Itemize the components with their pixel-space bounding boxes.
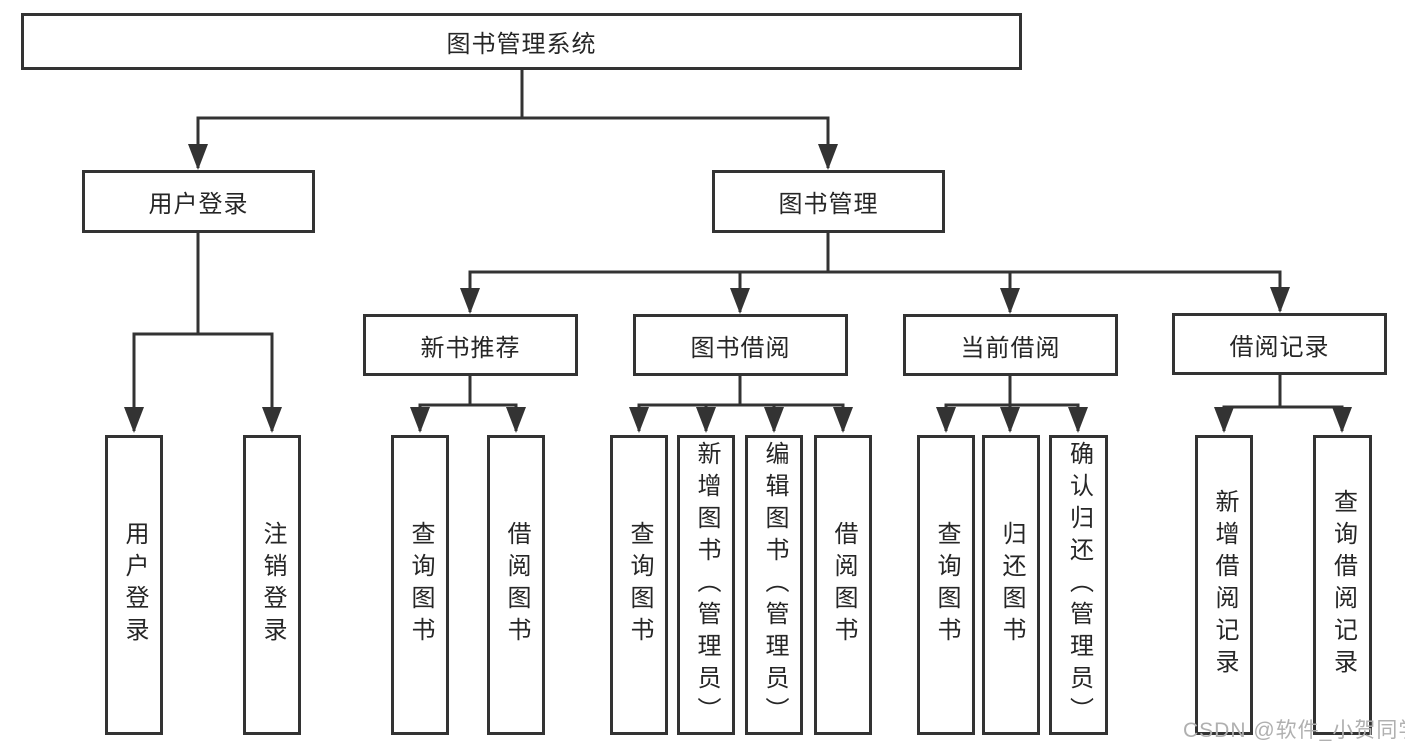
leaf-add-book-admin: 新增图书（管理员） bbox=[677, 435, 735, 735]
connector-line bbox=[470, 403, 526, 433]
leaf-label: 查询借阅记录 bbox=[1329, 489, 1357, 681]
node-book-borrowing: 图书借阅 bbox=[633, 314, 848, 376]
leaf-logout: 注销登录 bbox=[243, 435, 301, 735]
leaf-borrow-books-recommend: 借阅图书 bbox=[487, 435, 545, 735]
leaf-label: 编辑图书（管理员） bbox=[761, 441, 788, 729]
connector-line bbox=[522, 116, 838, 170]
leaf-user-login: 用户登录 bbox=[105, 435, 163, 735]
connector-line bbox=[629, 376, 742, 433]
connector-line bbox=[124, 233, 200, 433]
leaf-label: 新增借阅记录 bbox=[1211, 489, 1238, 681]
leaf-confirm-return-admin: 确认归还（管理员） bbox=[1049, 435, 1108, 735]
leaf-label: 确认归还（管理员） bbox=[1065, 441, 1093, 729]
node-book-management-system: 图书管理系统 bbox=[21, 13, 1022, 70]
leaf-label: 查询图书 bbox=[407, 521, 434, 649]
leaf-edit-book-admin: 编辑图书（管理员） bbox=[745, 435, 803, 735]
node-label: 用户登录 bbox=[148, 191, 249, 218]
connector-line bbox=[936, 376, 1012, 433]
node-label: 图书借阅 bbox=[690, 334, 791, 362]
csdn-watermark: CSDN @软件_小贺同学 bbox=[1183, 719, 1405, 742]
node-label: 新书推荐 bbox=[420, 334, 521, 362]
leaf-label: 归还图书 bbox=[998, 521, 1025, 649]
leaf-query-books-recommend: 查询图书 bbox=[391, 435, 449, 735]
leaf-label: 注销登录 bbox=[259, 521, 286, 649]
connector-line bbox=[1214, 375, 1282, 433]
leaf-label: 用户登录 bbox=[121, 521, 148, 649]
connector-line bbox=[188, 70, 524, 170]
leaf-query-books-current: 查询图书 bbox=[917, 435, 975, 735]
node-book-management: 图书管理 bbox=[712, 170, 945, 233]
connector-line bbox=[198, 332, 282, 433]
connector-line bbox=[460, 233, 830, 314]
leaf-label: 借阅图书 bbox=[503, 521, 530, 649]
leaf-label: 查询图书 bbox=[933, 521, 960, 649]
connector-line bbox=[828, 270, 1290, 313]
node-new-book-recommend: 新书推荐 bbox=[363, 314, 578, 376]
node-user-login: 用户登录 bbox=[82, 170, 315, 233]
leaf-return-books: 归还图书 bbox=[982, 435, 1040, 735]
connector-line bbox=[410, 376, 472, 433]
node-borrowing-records: 借阅记录 bbox=[1172, 313, 1387, 375]
leaf-borrow-books-borrowing: 借阅图书 bbox=[814, 435, 872, 735]
leaf-query-borrow-record: 查询借阅记录 bbox=[1313, 435, 1372, 735]
leaf-query-books-borrowing: 查询图书 bbox=[610, 435, 668, 735]
connector-line bbox=[1010, 403, 1088, 433]
leaf-label: 新增图书（管理员） bbox=[693, 441, 720, 729]
leaf-add-borrow-record: 新增借阅记录 bbox=[1195, 435, 1253, 735]
leaf-label: 查询图书 bbox=[626, 521, 653, 649]
connector-line bbox=[1280, 405, 1352, 433]
node-label: 图书管理 bbox=[778, 191, 879, 218]
node-current-borrowing: 当前借阅 bbox=[903, 314, 1118, 376]
leaf-label: 借阅图书 bbox=[830, 521, 857, 649]
connector-line bbox=[740, 403, 853, 433]
node-label: 借阅记录 bbox=[1229, 333, 1330, 361]
node-label: 图书管理系统 bbox=[446, 31, 597, 58]
node-label: 当前借阅 bbox=[960, 334, 1061, 362]
